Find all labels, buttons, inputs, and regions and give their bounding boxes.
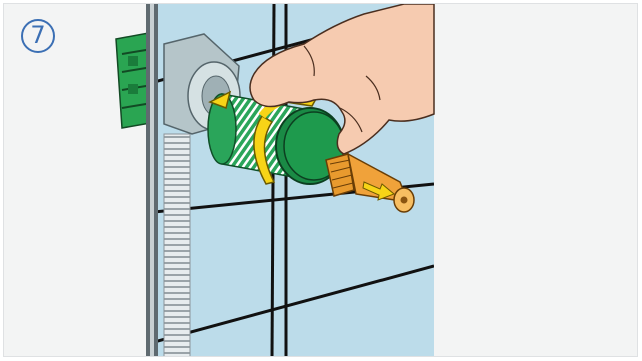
supply-hose bbox=[164, 134, 190, 357]
installation-illustration bbox=[4, 4, 638, 357]
illustration-panel: 7 bbox=[3, 3, 638, 357]
wall-frame-post bbox=[146, 4, 158, 357]
step-number-badge: 7 bbox=[21, 19, 55, 53]
